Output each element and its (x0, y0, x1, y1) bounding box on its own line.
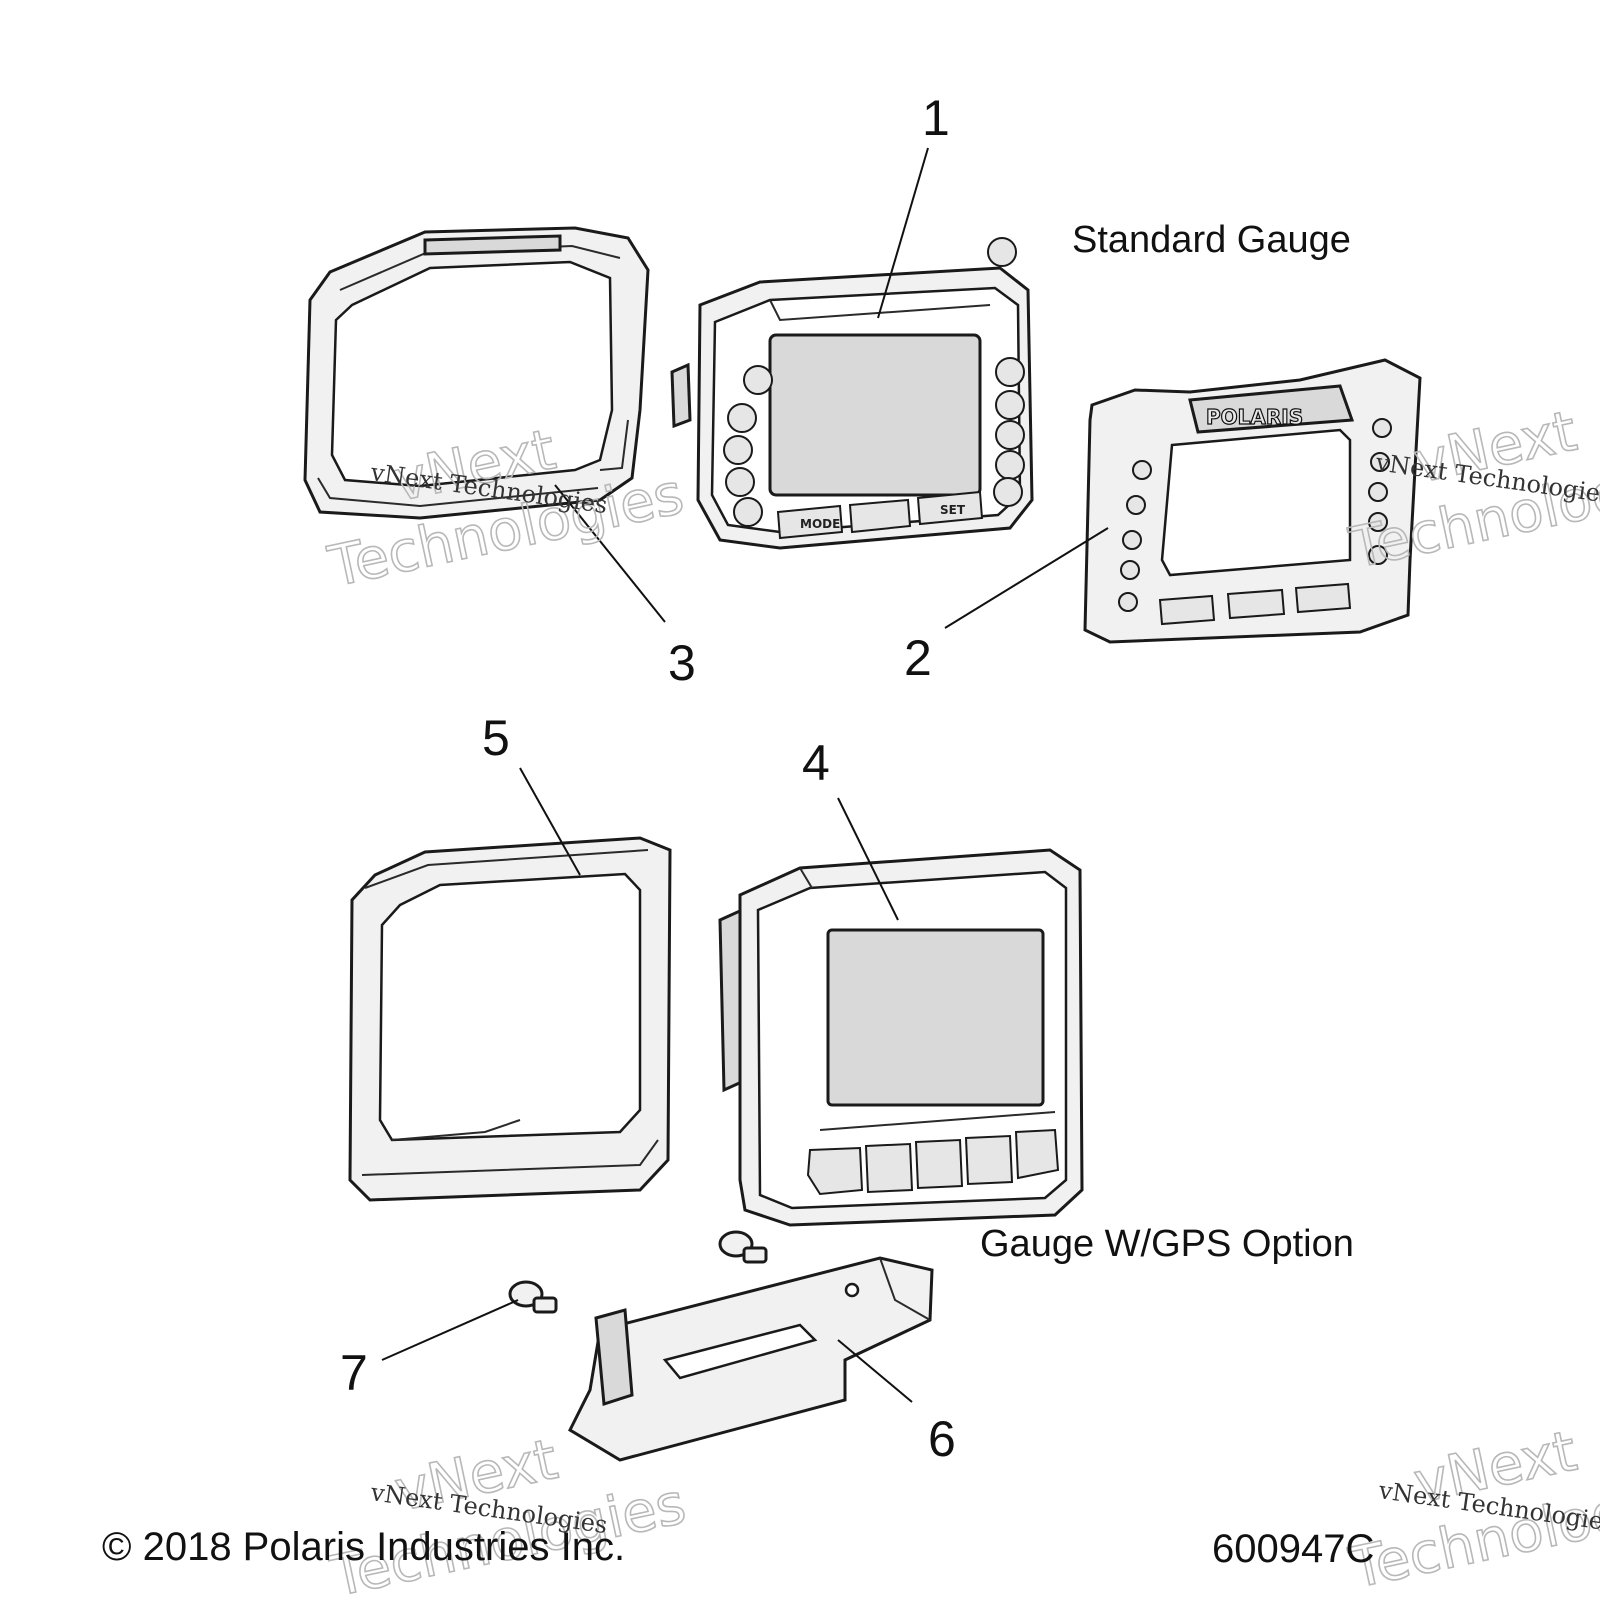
callout-3: 3 (668, 635, 696, 691)
part-6-bracket (568, 1256, 934, 1462)
section-label-standard: Standard Gauge (1072, 219, 1351, 261)
mode-button-label: MODE (800, 517, 840, 531)
bezel-brand-text: POLARIS (1206, 405, 1303, 429)
part-3-seal (303, 226, 650, 520)
section-label-gps: Gauge W/GPS Option (980, 1223, 1354, 1265)
callout-7: 7 (340, 1345, 368, 1401)
part-1-standard-gauge: MODE SET (670, 237, 1034, 550)
callout-6: 6 (928, 1411, 956, 1467)
part-5-gps-seal (348, 836, 672, 1202)
copyright-text: © 2018 Polaris Industries Inc. (102, 1525, 625, 1569)
part-7-screw-upper (718, 1230, 768, 1264)
callout-1: 1 (922, 90, 950, 146)
set-button-label: SET (940, 503, 966, 517)
leader-lines (381, 147, 1109, 1403)
part-4-gps-gauge (718, 848, 1084, 1227)
callout-4: 4 (802, 735, 830, 791)
part-2-bezel: POLARIS (1083, 358, 1422, 644)
callout-2: 2 (904, 630, 932, 686)
part-7-screw-lower (508, 1280, 558, 1314)
callout-5: 5 (482, 710, 510, 766)
part-number-text: 600947C (1212, 1527, 1374, 1571)
